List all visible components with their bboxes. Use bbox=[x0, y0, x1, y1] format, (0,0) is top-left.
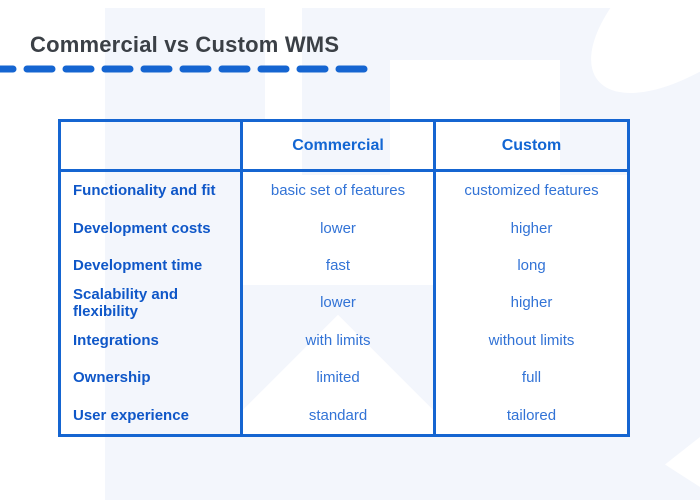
table-row-label: Development time bbox=[61, 246, 243, 285]
background-band-shape bbox=[105, 437, 700, 500]
table-cell-custom: full bbox=[521, 369, 542, 387]
table-cell-commercial: lower bbox=[243, 284, 436, 322]
table-header-commercial: Commercial bbox=[243, 122, 436, 172]
table-row-label: Scalability and flexibility bbox=[61, 284, 243, 322]
table-cell-commercial: with limits bbox=[243, 321, 436, 360]
table-row-label: User experience bbox=[61, 396, 243, 434]
table-cell-commercial: basic set of features bbox=[243, 172, 436, 210]
table-header-empty bbox=[61, 122, 243, 172]
comparison-table: Commercial Custom Functionality and fit … bbox=[58, 119, 630, 437]
table-cell-commercial: fast bbox=[243, 246, 436, 285]
background-watermark-shape bbox=[243, 285, 433, 437]
table-cell-custom: without limits bbox=[488, 331, 575, 349]
table-cell-custom: long bbox=[517, 257, 546, 275]
page-title: Commercial vs Custom WMS bbox=[30, 32, 340, 57]
table-cell-custom: higher bbox=[510, 219, 553, 237]
background-band-shape bbox=[302, 60, 390, 175]
table-cell-custom: higher bbox=[510, 294, 553, 312]
background-band-shape bbox=[243, 8, 265, 119]
table-row-label: Development costs bbox=[61, 209, 243, 247]
dashed-underline bbox=[0, 65, 376, 73]
table-row-label: Functionality and fit bbox=[61, 172, 243, 210]
table-cell-commercial: standard bbox=[243, 396, 436, 434]
table-cell-custom: tailored bbox=[506, 406, 557, 424]
background-band-shape bbox=[105, 8, 243, 500]
table-row-label: Ownership bbox=[61, 359, 243, 397]
table-cell-commercial: limited bbox=[243, 359, 436, 397]
table-row-label: Integrations bbox=[61, 321, 243, 360]
table-cell-commercial: lower bbox=[243, 209, 436, 247]
table-cell-custom: customized features bbox=[464, 182, 599, 200]
table-header-custom: Custom bbox=[436, 122, 627, 172]
